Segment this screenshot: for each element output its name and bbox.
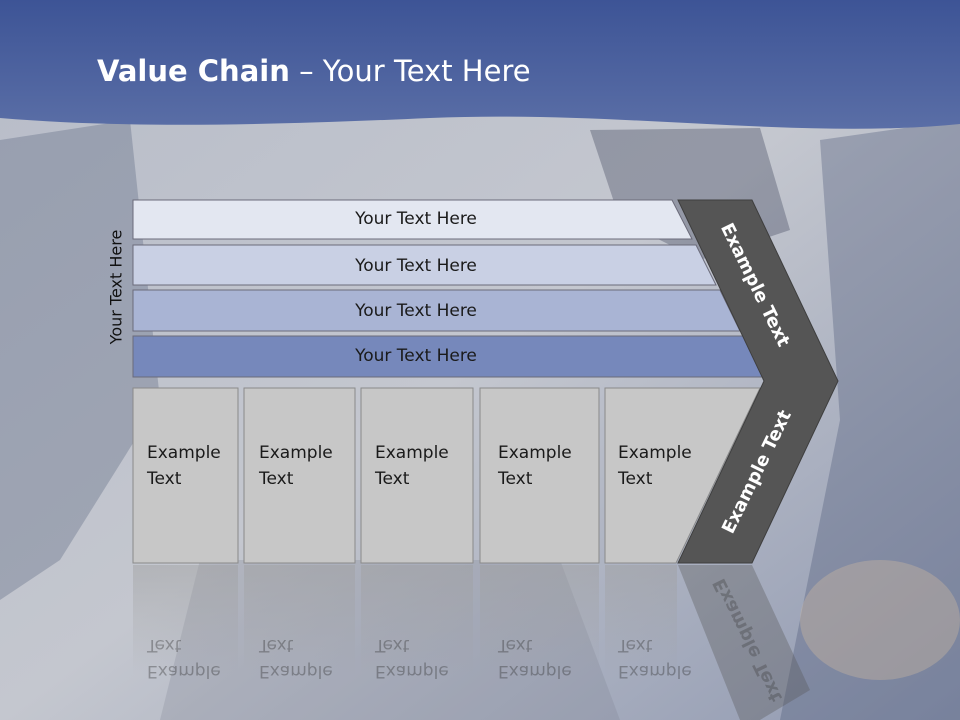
bar-4-label: Your Text Here <box>355 346 477 366</box>
box-1-label: Example Text <box>147 443 221 489</box>
box-4-label: Example Text <box>498 443 572 489</box>
bar-1 <box>132 199 693 240</box>
box-2-reflection-label: Example Text <box>259 635 333 681</box>
title-rest: – Your Text Here <box>289 54 531 88</box>
box-2-reflection <box>244 565 355 675</box>
title-bold: Value Chain <box>97 54 290 88</box>
slide-title: Value Chain – Your Text Here <box>97 54 531 88</box>
box-4-reflection-label: Example Text <box>498 635 572 681</box>
box-4-reflection <box>480 565 599 675</box>
box-3-reflection-label: Example Text <box>375 635 449 681</box>
box-3 <box>360 387 474 564</box>
bar-2-label: Your Text Here <box>355 256 477 276</box>
box-5-label: Example Text <box>618 443 692 489</box>
box-3-label: Example Text <box>375 443 449 489</box>
box-2 <box>243 387 356 564</box>
bar-3-label: Your Text Here <box>355 301 477 321</box>
box-2-label: Example Text <box>259 443 333 489</box>
chevron-arrow <box>677 199 839 564</box>
chevron-reflection <box>678 565 810 720</box>
box-5-reflection-label: Example Text <box>618 635 692 681</box>
bar-1-label: Your Text Here <box>355 209 477 229</box>
bar-2 <box>132 244 717 286</box>
box-5-reflection <box>605 565 677 675</box>
box-5 <box>604 387 761 564</box>
box-1 <box>132 387 239 564</box>
box-1-reflection <box>133 565 238 675</box>
box-3-reflection <box>361 565 473 675</box>
box-1-reflection-label: Example Text <box>147 635 221 681</box>
box-4 <box>479 387 600 564</box>
